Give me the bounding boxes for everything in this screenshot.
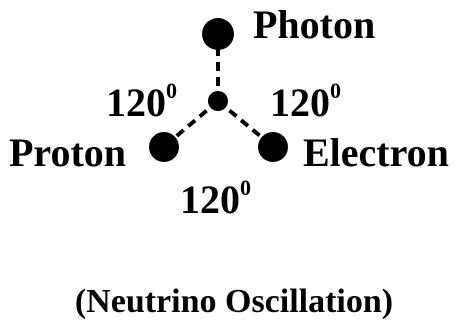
angle-label-upper-left: 1200 <box>106 78 177 125</box>
angle-value: 120 <box>270 80 330 125</box>
center-junction-dot <box>208 91 228 111</box>
degree-superscript: 0 <box>330 78 341 103</box>
proton-dot <box>149 132 179 162</box>
diagram-caption: (Neutrino Oscillation) <box>75 283 393 320</box>
angle-value: 120 <box>180 177 240 222</box>
angle-label-upper-right: 1200 <box>270 78 341 125</box>
photon-dot <box>202 18 234 50</box>
photon-label: Photon <box>253 2 375 47</box>
connector-proton <box>164 99 220 147</box>
angle-label-bottom: 1200 <box>180 175 251 222</box>
connector-electron <box>216 99 273 147</box>
electron-label: Electron <box>303 130 449 175</box>
angle-value: 120 <box>106 80 166 125</box>
degree-superscript: 0 <box>240 175 251 200</box>
degree-superscript: 0 <box>166 78 177 103</box>
proton-label: Proton <box>9 130 126 175</box>
electron-dot <box>258 132 288 162</box>
